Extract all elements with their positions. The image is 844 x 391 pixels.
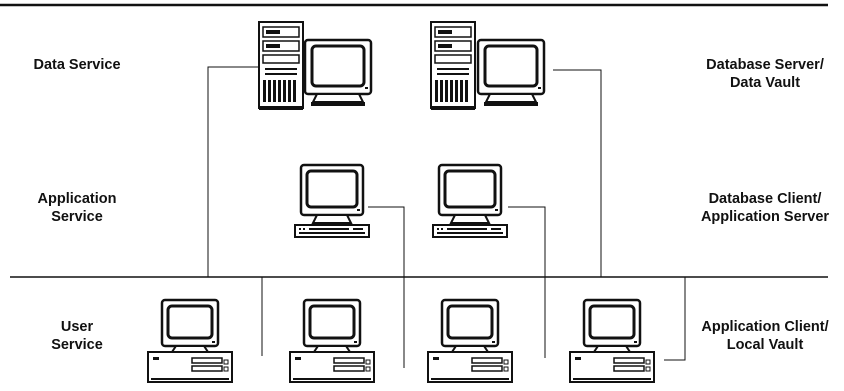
workstation-icon xyxy=(433,165,507,237)
crt-monitor-icon xyxy=(305,40,371,106)
desktop-pc-icon xyxy=(428,300,512,382)
tower-server-icon xyxy=(259,22,303,110)
connector-workstation-left xyxy=(368,207,404,368)
desktop-pc-icon xyxy=(290,300,374,382)
connector-db-server-left xyxy=(208,67,265,277)
desktop-pc-icon xyxy=(570,300,654,382)
tower-server-icon xyxy=(431,22,475,110)
workstation-icon xyxy=(295,165,369,237)
connector-db-server-right xyxy=(553,70,601,277)
connector-client-4 xyxy=(664,277,685,360)
connector-workstation-right xyxy=(508,207,545,358)
crt-monitor-icon xyxy=(478,40,544,106)
desktop-pc-icon xyxy=(148,300,232,382)
